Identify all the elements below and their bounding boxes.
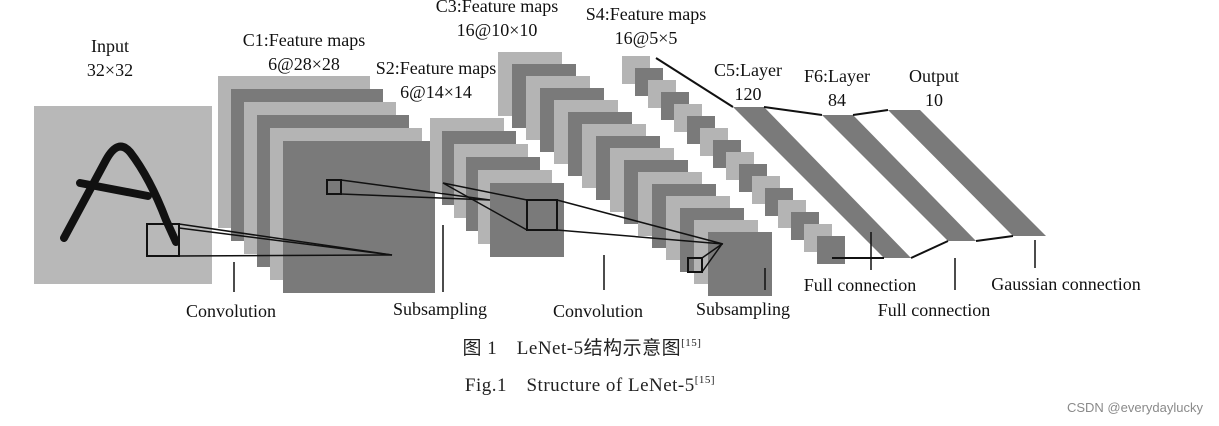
cone-s2-to-c3 (442, 182, 528, 231)
caption-chinese-ref: [15] (681, 337, 701, 349)
convolution-2-label: Convolution (553, 301, 643, 321)
output-layer-band (888, 110, 1046, 236)
c1-feature-map (283, 141, 435, 293)
subsampling-1-label: Subsampling (393, 299, 487, 319)
handwritten-a-crossbar (76, 179, 152, 200)
cone-c3-to-s4 (556, 199, 724, 245)
caption-chinese-text: 图 1 LeNet-5结构示意图 (463, 337, 682, 359)
f6-size-label: 84 (828, 90, 846, 110)
input-size-label: 32×32 (87, 60, 133, 80)
f6-label: F6:Layer (804, 66, 870, 86)
full-connection-1-label: Full connection (804, 275, 916, 295)
c5-label: C5:Layer (714, 60, 782, 80)
caption-english: Fig.1 Structure of LeNet-5[15] (465, 374, 715, 396)
full-connection-2-label: Full connection (878, 300, 990, 320)
s4-feature-map (817, 236, 845, 264)
projection-cones (178, 179, 724, 273)
output-label: Output (909, 66, 959, 86)
cone-input-to-c1-inner (178, 227, 393, 256)
input-label: Input (91, 36, 129, 56)
caption-chinese: 图 1 LeNet-5结构示意图[15] (463, 337, 702, 359)
c3-label: C3:Feature maps (436, 0, 558, 16)
f6-to-output-bottom-line (975, 235, 1014, 242)
c5-size-label: 120 (735, 84, 762, 104)
feature-map-stacks (218, 52, 845, 296)
s2-label: S2:Feature maps (376, 58, 496, 78)
operation-ticks (233, 225, 1036, 292)
caption-english-text: Fig.1 Structure of LeNet-5 (465, 375, 695, 396)
c5-to-f6-top-line (763, 106, 823, 116)
operation-labels: Convolution Subsampling Convolution Subs… (186, 274, 1141, 321)
c3-receptive-field (526, 199, 558, 231)
f6-to-output-top-line (852, 109, 889, 116)
gaussian-connection-label: Gaussian connection (991, 274, 1140, 294)
c1-size-label: 6@28×28 (268, 54, 340, 74)
caption-english-ref: [15] (695, 374, 715, 386)
s4-to-c5-top-line (655, 57, 734, 108)
c3-feature-map (708, 232, 772, 296)
fully-connected-layers (655, 57, 1046, 259)
output-size-label: 10 (925, 90, 943, 110)
s4-size-label: 16@5×5 (615, 28, 678, 48)
input-layer (34, 106, 212, 284)
s2-size-label: 6@14×14 (400, 82, 472, 102)
c5-to-f6-bottom-line (910, 240, 949, 259)
s4-receptive-field (687, 257, 703, 273)
handwritten-a-stroke (60, 142, 180, 246)
watermark: CSDN @everydaylucky (1067, 400, 1204, 415)
c1-receptive-field (326, 179, 342, 195)
subsampling-2-label: Subsampling (696, 299, 790, 319)
layer-labels: Input 32×32 C1:Feature maps 6@28×28 S2:F… (87, 0, 959, 110)
c3-size-label: 16@10×10 (457, 20, 538, 40)
convolution-1-label: Convolution (186, 301, 276, 321)
s4-label: S4:Feature maps (586, 4, 706, 24)
f6-layer-band (822, 115, 976, 241)
input-receptive-field (146, 223, 180, 257)
cone-c3-to-s4-tip (701, 243, 723, 273)
figure-caption: 图 1 LeNet-5结构示意图[15] Fig.1 Structure of … (463, 337, 715, 396)
c5-layer-band (733, 107, 911, 258)
c1-label: C1:Feature maps (243, 30, 365, 50)
cone-c1-to-s2 (340, 179, 491, 201)
